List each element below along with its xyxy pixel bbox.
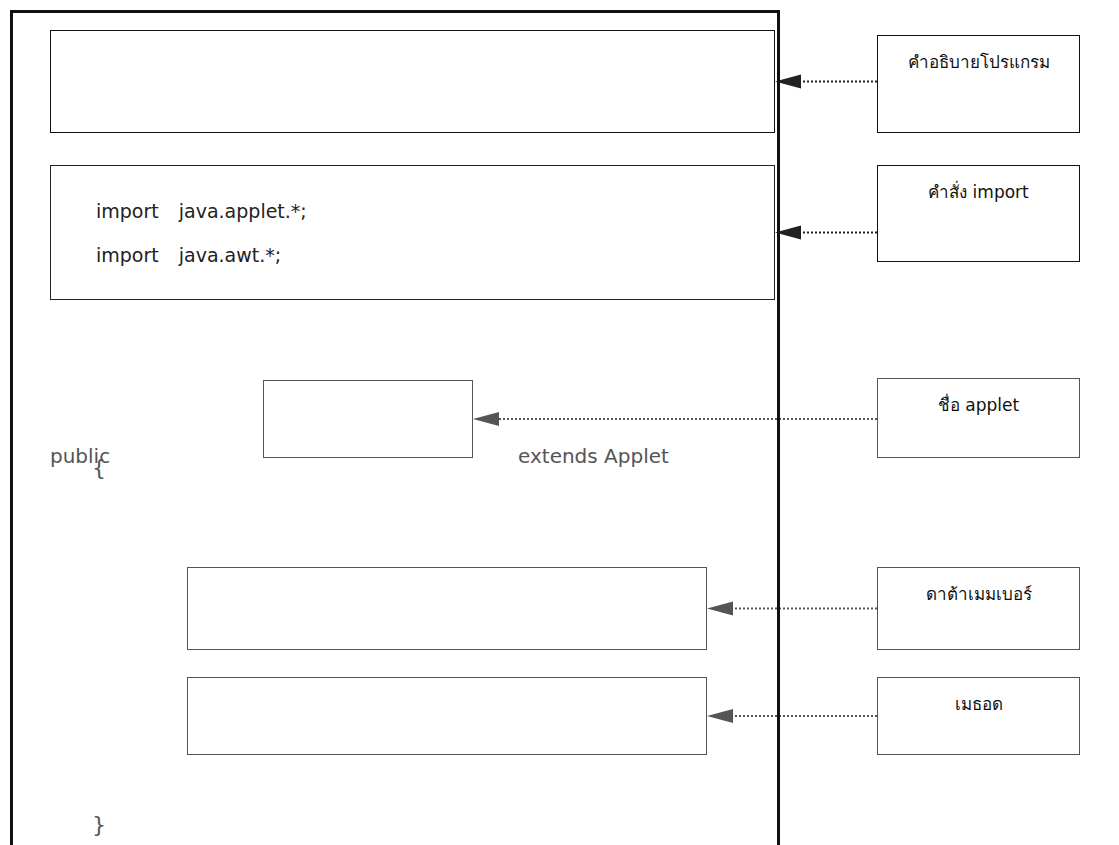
dotted-arrow	[775, 75, 877, 89]
label-text: เมธอด	[955, 690, 1003, 717]
code-line: import java.applet.*;	[96, 200, 307, 222]
arrow-head	[707, 709, 733, 723]
dotted-line	[733, 608, 877, 610]
arrow-head	[473, 412, 499, 426]
dotted-line	[801, 81, 877, 83]
name-slot	[263, 380, 473, 458]
label-box: ชื่อ applet	[877, 378, 1080, 458]
arrow-head	[707, 602, 733, 616]
label-box: เมธอด	[877, 677, 1080, 755]
dotted-arrow	[473, 412, 877, 426]
method-slot	[187, 677, 707, 755]
label-text: คำอธิบายโปรแกรม	[908, 48, 1050, 75]
code-line: import java.awt.*;	[96, 244, 281, 266]
label-text: คำสั่ง import	[928, 178, 1029, 205]
label-text: ชื่อ applet	[938, 391, 1019, 418]
import-box: import java.applet.*; import java.awt.*;	[50, 165, 775, 300]
brace-text: {	[92, 455, 106, 480]
dotted-line	[801, 232, 877, 234]
member-slot	[187, 567, 707, 650]
dotted-line	[733, 715, 877, 717]
label-text: ดาต้าเมมเบอร์	[926, 580, 1032, 607]
dotted-arrow	[707, 709, 877, 723]
keyword-text: extends Applet	[518, 444, 669, 468]
dotted-arrow	[707, 602, 877, 616]
comment-slot	[50, 30, 775, 133]
label-box: คำสั่ง import	[877, 165, 1080, 262]
applet-frame: publicextends Applet{}import java.applet…	[10, 10, 780, 845]
dotted-arrow	[775, 226, 877, 240]
label-box: คำอธิบายโปรแกรม	[877, 35, 1080, 133]
dotted-line	[499, 418, 877, 420]
brace-text: }	[92, 812, 106, 837]
label-box: ดาต้าเมมเบอร์	[877, 567, 1080, 650]
